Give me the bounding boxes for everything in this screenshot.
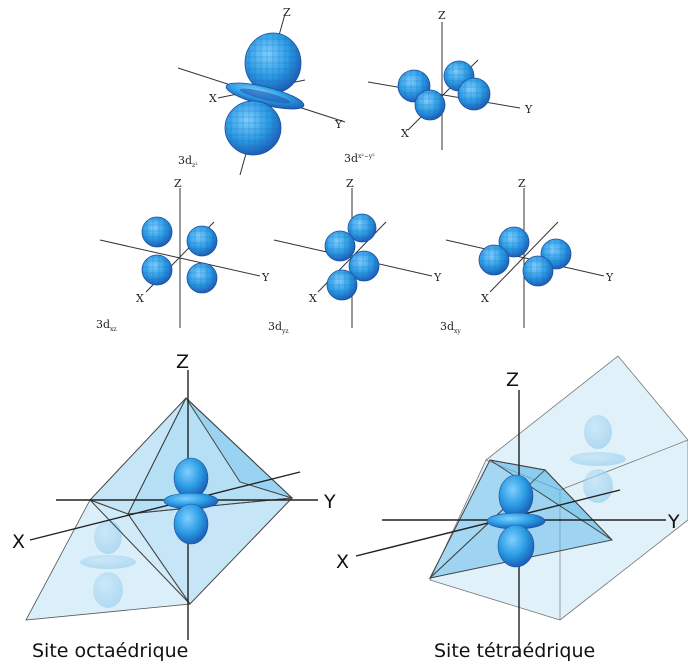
dyz-x-label: X xyxy=(309,292,317,305)
dx2y2-y-axis xyxy=(367,81,521,109)
dz2-bottom-lobe xyxy=(224,100,282,156)
dxz-lobe-4 xyxy=(186,262,218,294)
orbital-dxy: Z X Y 3dxy xyxy=(440,177,614,335)
dz2-name: 3dz² xyxy=(178,154,198,169)
dxy-y-label: Y xyxy=(605,271,614,284)
tetra-caption: Site tétraédrique xyxy=(434,640,595,662)
tetra-z-label: Z xyxy=(506,369,519,391)
dxy-x-label: X xyxy=(481,292,489,305)
tetrahedral-site: Z Y X Site tétraédrique xyxy=(336,355,688,662)
dyz-lobe-2 xyxy=(324,230,356,262)
dx2y2-lobe-front xyxy=(414,89,446,121)
octahedral-site: Z Y X Site octaédrique xyxy=(12,351,336,662)
octa-x-axis xyxy=(29,471,301,541)
dxy-lobe-3 xyxy=(478,244,510,276)
dxz-lobe-2 xyxy=(186,225,218,257)
dyz-lobe-3 xyxy=(348,250,380,282)
dyz-name: 3dyz xyxy=(268,320,289,335)
dx2y2-x-label: X xyxy=(401,127,409,140)
dxy-lobe-1 xyxy=(498,226,530,258)
dz2-top-lobe xyxy=(244,32,302,94)
cube-edge-2 xyxy=(559,439,688,491)
dx2y2-y-label: Y xyxy=(524,103,533,116)
octa-y-label: Y xyxy=(323,491,336,513)
dxy-lobe-4 xyxy=(522,255,554,287)
octa-face-right xyxy=(185,397,293,499)
dxy-x-axis xyxy=(489,221,559,293)
orbital-dxz: Z X Y 3dxz xyxy=(96,177,270,333)
dxz-lobe-3 xyxy=(141,254,173,286)
dz2-y-label: Y xyxy=(334,118,343,131)
orbital-dz2: Z X Y 3dz² xyxy=(177,6,346,176)
dxz-name: 3dxz xyxy=(96,318,117,333)
dxz-y-label: Y xyxy=(261,271,270,284)
dz2-z-label: Z xyxy=(283,6,291,19)
dx2y2-lobe-right xyxy=(457,77,491,111)
dz2-x-label: X xyxy=(209,92,217,105)
tetra-dz2-orbital xyxy=(486,474,546,568)
octa-z-label: Z xyxy=(176,351,189,373)
dx2y2-z-label: Z xyxy=(438,9,446,22)
dyz-z-label: Z xyxy=(346,177,354,190)
dxy-z-label: Z xyxy=(518,177,526,190)
octa-face-bottom-left xyxy=(89,499,191,605)
dxy-y-axis xyxy=(445,239,605,277)
octa-x-label: X xyxy=(12,531,25,553)
dyz-lobe-1 xyxy=(347,213,377,243)
dxz-y-axis xyxy=(99,239,261,277)
dyz-y-label: Y xyxy=(433,271,442,284)
orbital-dyz: Z X Y 3dyz xyxy=(268,177,442,335)
dxz-lobe-1 xyxy=(141,216,173,248)
tetra-faint-orbital xyxy=(570,415,626,503)
octa-faint-orbital xyxy=(80,520,136,608)
tetra-x-label: X xyxy=(336,551,349,573)
dxz-x-label: X xyxy=(136,292,144,305)
dx2y2-name: 3dx²−y² xyxy=(344,152,375,165)
octa-dz2-orbital xyxy=(163,457,219,545)
dxy-name: 3dxy xyxy=(440,320,461,335)
octa-caption: Site octaédrique xyxy=(32,640,188,662)
orbital-dx2y2: Z X Y 3dx²−y² xyxy=(344,9,533,165)
tetra-y-label: Y xyxy=(667,511,680,533)
dxz-z-label: Z xyxy=(174,177,182,190)
dyz-lobe-4 xyxy=(326,269,358,301)
